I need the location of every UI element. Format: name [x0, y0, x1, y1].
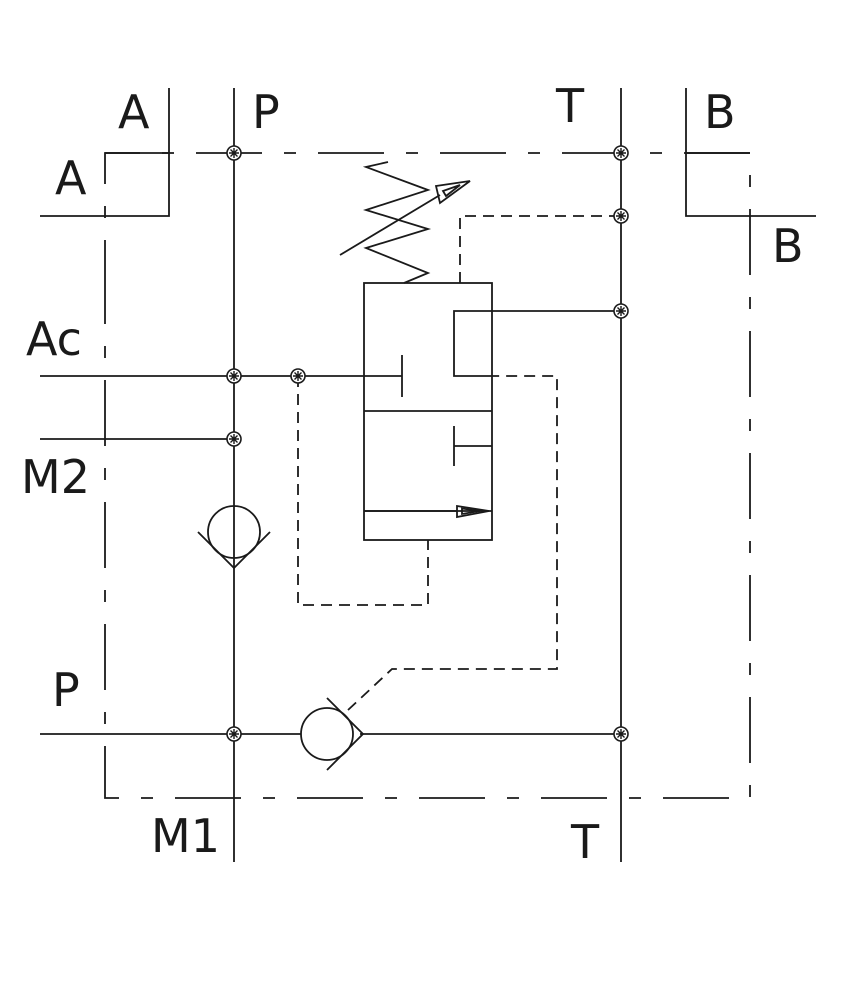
- port-labels: A A P T B B Ac M2 P M1 T: [21, 79, 804, 869]
- label-b-top: B: [704, 85, 736, 139]
- reducing-valve: [298, 282, 621, 541]
- block-outline: [104, 152, 751, 799]
- junction-dot: [613, 208, 629, 224]
- label-p-left: P: [52, 663, 80, 717]
- label-a-left: A: [55, 151, 87, 205]
- adjustable-spring: [339, 161, 471, 284]
- tank-line: [360, 88, 622, 862]
- label-b-right: B: [772, 219, 804, 273]
- junction-dot: [290, 368, 306, 384]
- check-valve-vertical: [197, 505, 271, 570]
- label-m1: M1: [151, 809, 220, 863]
- junction-dot: [226, 368, 242, 384]
- junction-dot: [226, 431, 242, 447]
- pilot-check-valve: [300, 375, 558, 771]
- port-b-connection: [685, 88, 816, 217]
- junctions: [226, 145, 629, 742]
- junction-dot: [613, 303, 629, 319]
- junction-dot: [226, 726, 242, 742]
- port-a-connection: [40, 88, 170, 217]
- junction-dot: [226, 145, 242, 161]
- label-t-bottom: T: [570, 815, 600, 869]
- label-a-top: A: [118, 85, 150, 139]
- junction-dot: [613, 145, 629, 161]
- label-p-top: P: [252, 85, 280, 139]
- label-m2: M2: [21, 450, 90, 504]
- label-t-top: T: [555, 79, 585, 133]
- junction-dot: [613, 726, 629, 742]
- pilot-lines: [297, 215, 621, 606]
- label-ac: Ac: [26, 312, 82, 366]
